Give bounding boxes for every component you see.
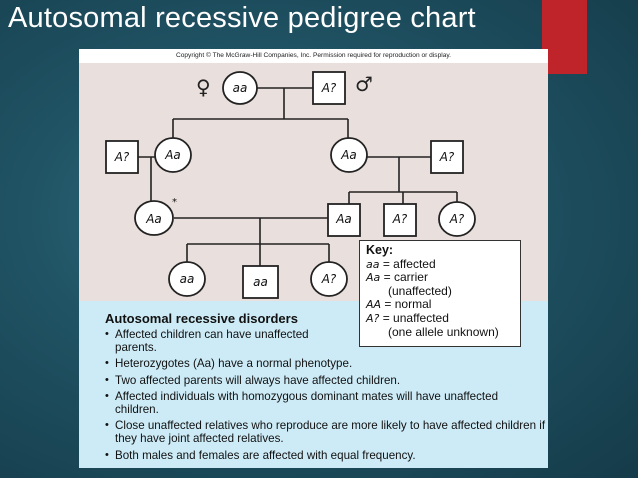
gen4-son-label: aa (253, 275, 268, 289)
gen3-proband-label: Aa (146, 212, 162, 226)
key-genotype: A? (366, 311, 380, 325)
key-genotype: Aa (366, 271, 381, 285)
key-genotype: aa (366, 257, 380, 271)
rule-item: Affected individuals with homozygous dom… (105, 390, 535, 416)
gen1-father-square (312, 71, 346, 105)
rules-list: Affected children can have unaffected pa… (105, 328, 545, 462)
gen2-left-spouse-square (105, 140, 139, 174)
gen3-husband-label: Aa (336, 212, 352, 226)
gen2-left-spouse-label: A? (114, 150, 130, 164)
gen2-left-daughter-circle (154, 137, 192, 173)
key-row-unaffected: A? = unaffected (366, 310, 514, 326)
gen4-son-square (242, 265, 279, 299)
rule-item: Both males and females are affected with… (105, 449, 545, 462)
slide-title: Autosomal recessive pedigree chart (8, 2, 476, 34)
gen1-mother-label: aa (232, 81, 248, 95)
gen3-husband-square (327, 203, 361, 237)
rule-item: Two affected parents will always have af… (105, 374, 545, 387)
gen3-brother-label: A? (392, 212, 408, 226)
gen3-proband-circle (134, 200, 174, 236)
pedigree-lines (105, 71, 476, 299)
rule-item: Heterozygotes (Aa) have a normal phenoty… (105, 357, 355, 370)
rule-item: Affected children can have unaffected pa… (105, 328, 315, 354)
key-row-carrier: Aa = carrier (366, 270, 514, 285)
gen1-mother-circle (222, 71, 258, 105)
gen2-right-daughter-label: Aa (341, 148, 357, 162)
gen4-daughter2-circle (310, 261, 348, 297)
key-row-unaffected-note: (one allele unknown) (388, 324, 499, 339)
male-symbol: ♂ (355, 72, 373, 96)
gen4-daughter2-label: A? (321, 272, 337, 286)
key-meaning: = carrier (383, 270, 428, 285)
key-box: Key: aa = affected Aa = carrier (unaffec… (359, 240, 521, 347)
key-meaning: = affected (382, 256, 436, 271)
key-meaning: = unaffected (382, 310, 449, 325)
key-title: Key: (366, 243, 394, 257)
gen3-sister-label: A? (449, 212, 465, 226)
gen2-left-daughter-label: Aa (165, 148, 181, 162)
female-symbol: ♀ (196, 75, 211, 99)
key-row-affected: aa = affected (366, 256, 514, 272)
rules-section: Autosomal recessive disorders Affected c… (105, 311, 545, 465)
gen2-right-daughter-circle (330, 137, 368, 173)
key-row-carrier-note: (unaffected) (388, 283, 452, 298)
gen3-sister-circle (438, 201, 476, 237)
pedigree-figure: Copyright © The McGraw-Hill Companies, I… (79, 49, 548, 468)
gen2-right-spouse-label: A? (439, 150, 455, 164)
gen4-daughter-label: aa (179, 272, 195, 286)
proband-marker: * (172, 197, 177, 208)
key-row-normal: AA = normal (366, 298, 514, 312)
gen1-father-label: A? (321, 81, 337, 95)
gen4-daughter-circle (168, 261, 206, 297)
gen3-brother-square (383, 203, 417, 237)
gen2-right-spouse-square (430, 140, 464, 174)
key-genotype: AA (366, 298, 382, 312)
key-meaning: = normal (384, 297, 432, 312)
rules-title: Autosomal recessive disorders (105, 311, 298, 326)
copyright-notice: Copyright © The McGraw-Hill Companies, I… (175, 52, 452, 59)
rule-item: Close unaffected relatives who reproduce… (105, 419, 547, 445)
accent-tab (542, 0, 587, 74)
